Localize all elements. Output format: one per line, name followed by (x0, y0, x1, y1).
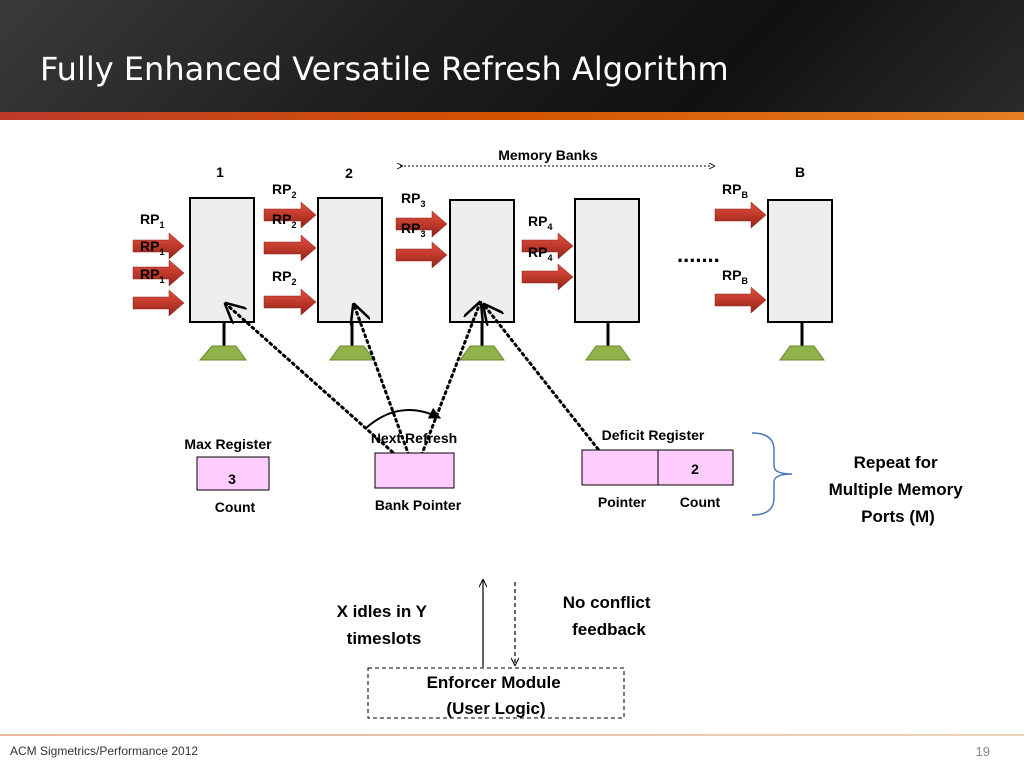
port-label-rp3: RP3 (401, 190, 425, 209)
port-arrow (132, 232, 185, 260)
conflict-note: No conflict feedback (563, 593, 656, 639)
slide-header (0, 0, 1024, 112)
port-label-rp2: RP2 (272, 268, 296, 287)
enforcer-module-label: Enforcer Module (User Logic) (427, 673, 566, 718)
bank-pointer-box (374, 452, 455, 489)
page-number: 19 (975, 744, 990, 759)
deficit-pointer-cell (581, 449, 659, 486)
max-register-value: 3 (228, 471, 236, 487)
port-arrow (395, 210, 448, 238)
port-arrow (714, 286, 767, 314)
memory-bank-2 (317, 197, 383, 361)
deficit-register-label: Deficit Register (602, 427, 705, 443)
deficit-count-caption: Count (680, 494, 721, 510)
pointer-line-bank-2 (354, 305, 417, 474)
port-arrow (263, 288, 317, 316)
port-label-rpb: RPB (722, 181, 748, 200)
port-label-rp3: RP3 (401, 220, 425, 239)
port-label-rp2: RP2 (272, 211, 296, 230)
port-label-rp1: RP1 (140, 238, 164, 257)
banks-ellipsis: ....... (677, 242, 720, 267)
bank-number-b: B (795, 164, 805, 180)
footer-text: ACM Sigmetrics/Performance 2012 (10, 744, 199, 758)
memory-bank-b (767, 199, 833, 361)
max-register-label: Max Register (184, 436, 272, 452)
deficit-pointer-caption: Pointer (598, 494, 647, 510)
bank-number-1: 1 (216, 164, 224, 180)
port-arrow (521, 232, 574, 260)
port-arrow (263, 234, 317, 262)
slide-title: Fully Enhanced Versatile Refresh Algorit… (40, 50, 729, 88)
repeat-note: Repeat for Multiple Memory Ports (M) (829, 453, 968, 526)
enforcer-module-box (367, 667, 625, 719)
memory-banks-label: Memory Banks (498, 147, 598, 163)
port-label-rp4: RP4 (528, 244, 552, 263)
repeat-brace (751, 432, 793, 516)
pointer-line-bank-3 (413, 303, 480, 474)
header-accent-stripe (0, 112, 1024, 120)
port-label-rpb: RPB (722, 267, 748, 286)
port-label-rp1: RP1 (140, 266, 164, 285)
bank-pointer-caption: Bank Pointer (375, 497, 462, 513)
port-arrow (132, 259, 185, 287)
port-arrow (132, 289, 185, 317)
bank-number-2: 2 (345, 165, 353, 181)
deficit-register-value: 2 (691, 461, 699, 477)
memory-bank-1 (189, 197, 255, 361)
next-refresh-curve-arrow (365, 407, 442, 429)
max-register-caption: Count (215, 499, 256, 515)
max-register-box (196, 456, 270, 491)
pointer-line-bank-1 (226, 304, 417, 474)
port-arrow (714, 201, 767, 229)
footer-divider (0, 734, 1024, 736)
memory-bank-4 (574, 198, 640, 361)
port-label-rp1: RP1 (140, 211, 164, 230)
port-arrow (521, 263, 574, 291)
deficit-count-cell (657, 449, 734, 486)
idle-note: X idles in Y timeslots (337, 602, 432, 648)
port-arrow (263, 201, 317, 229)
port-arrow (395, 241, 448, 269)
port-label-rp2: RP2 (272, 181, 296, 200)
port-label-rp4: RP4 (528, 213, 552, 232)
next-refresh-label: Next Refresh (371, 430, 457, 446)
deficit-pointer-line (484, 305, 615, 470)
memory-bank-3 (449, 199, 515, 361)
